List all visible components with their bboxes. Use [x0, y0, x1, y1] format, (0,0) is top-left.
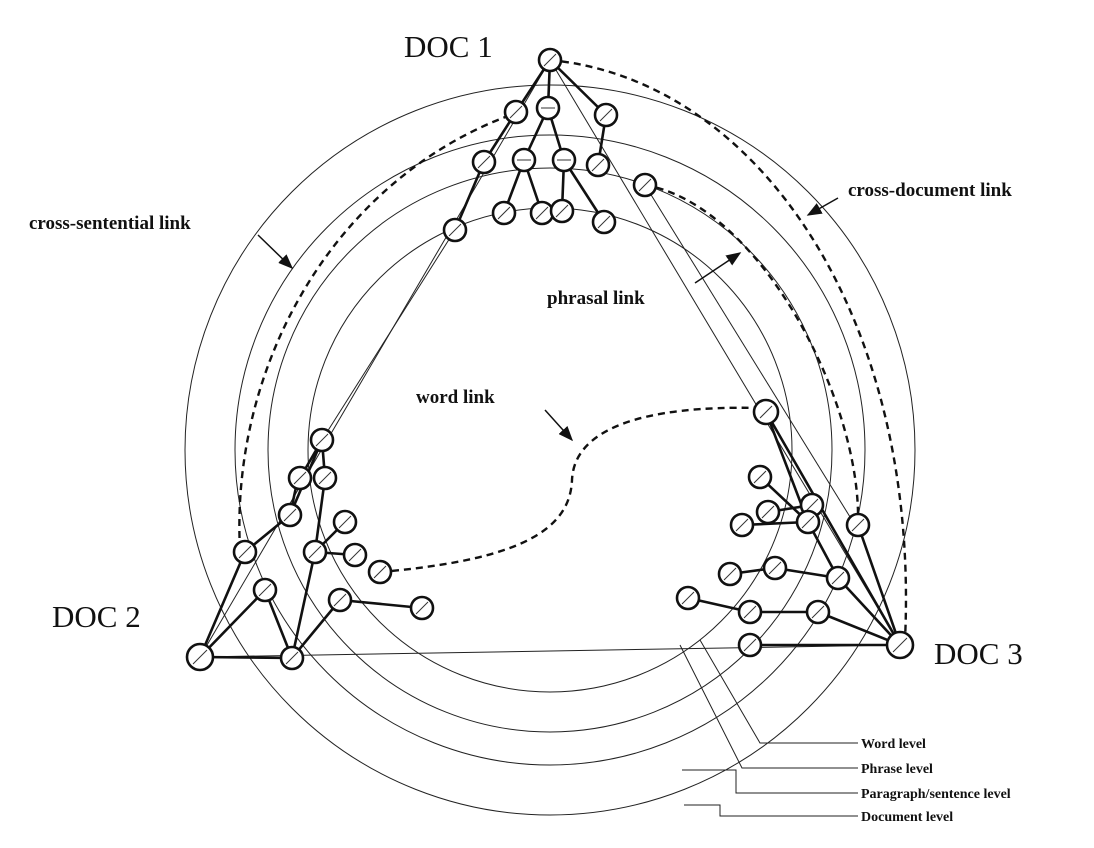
- tree-node: [367, 559, 393, 585]
- tree-node: [591, 209, 617, 235]
- tree-node: [471, 149, 497, 175]
- tree-node: [675, 585, 701, 611]
- tree-node: [277, 502, 303, 528]
- annotation-arrows: [257, 197, 839, 442]
- phrasal-link-label: phrasal link: [547, 288, 645, 309]
- doc2-label: DOC 2: [52, 599, 141, 634]
- tree-node: [549, 198, 575, 224]
- tree-node: [845, 512, 871, 538]
- tree-node: [632, 172, 658, 198]
- phrasal-arrow: [694, 252, 742, 284]
- tree-node: [593, 102, 619, 128]
- document-level-leader: [684, 804, 858, 817]
- tree-node: [717, 561, 743, 587]
- phrasal-dashed-link: [644, 183, 860, 521]
- doc1-nodes: [442, 47, 658, 243]
- dashed-links: [238, 58, 908, 641]
- tree-node: [332, 509, 358, 535]
- document-triangle: [199, 59, 901, 658]
- tree-node: [885, 630, 915, 660]
- tree-node: [737, 632, 763, 658]
- tree-node: [442, 217, 468, 243]
- ring-paragraph-level: [234, 134, 866, 766]
- word-arrow: [544, 409, 574, 442]
- tree-node: [585, 152, 611, 178]
- document-level-label: Document level: [861, 810, 953, 825]
- tree-node: [279, 645, 305, 671]
- tree-node: [409, 595, 435, 621]
- cross-document-link-label: cross-document link: [848, 180, 1012, 201]
- tree-node: [491, 200, 517, 226]
- phrase-level-leader: [679, 644, 858, 769]
- tree-node: [825, 565, 851, 591]
- cross-document-dashed-link: [549, 58, 908, 641]
- word-dashed-link: [379, 406, 761, 574]
- tree-node: [529, 200, 555, 226]
- level-rings: [184, 84, 916, 816]
- tree-node: [309, 427, 335, 453]
- tree-node: [232, 539, 258, 565]
- tree-node: [511, 147, 537, 173]
- tree-node: [537, 47, 563, 73]
- level-leaders: [679, 639, 858, 817]
- tree-node: [185, 642, 215, 672]
- word-level-leader: [699, 639, 858, 744]
- paragraph-level-label: Paragraph/sentence level: [861, 787, 1011, 802]
- cross-document-arrow: [806, 197, 839, 216]
- ring-word-level: [307, 207, 793, 693]
- doc3-label: DOC 3: [934, 636, 1023, 671]
- doc2-nodes: [185, 427, 435, 672]
- ring-phrase-level: [267, 167, 833, 733]
- tree-node: [795, 509, 821, 535]
- tree-node: [287, 465, 313, 491]
- tree-node: [737, 599, 763, 625]
- doc3-nodes: [675, 398, 915, 660]
- tree-node: [551, 147, 577, 173]
- tree-node: [747, 464, 773, 490]
- tree-node: [302, 539, 328, 565]
- tree-node: [762, 555, 788, 581]
- word-level-label: Word level: [861, 737, 926, 752]
- tree-node: [342, 542, 368, 568]
- tree-node: [503, 99, 529, 125]
- tree-node: [752, 398, 780, 426]
- tree-node: [327, 587, 353, 613]
- tree-node: [535, 95, 561, 121]
- tree-node: [312, 465, 338, 491]
- tree-node: [252, 577, 278, 603]
- doc1-label: DOC 1: [404, 29, 493, 64]
- cross-sentential-link-label: cross-sentential link: [29, 213, 191, 234]
- tree-node: [755, 499, 781, 525]
- cross-sentential-dashed-link: [238, 108, 526, 551]
- tree-node: [729, 512, 755, 538]
- word-link-label: word link: [416, 387, 495, 408]
- cross-sentential-arrow: [257, 234, 294, 270]
- ring-document-level: [184, 84, 916, 816]
- paragraph-level-leader: [682, 769, 858, 794]
- phrase-level-label: Phrase level: [861, 762, 933, 777]
- tree-node: [805, 599, 831, 625]
